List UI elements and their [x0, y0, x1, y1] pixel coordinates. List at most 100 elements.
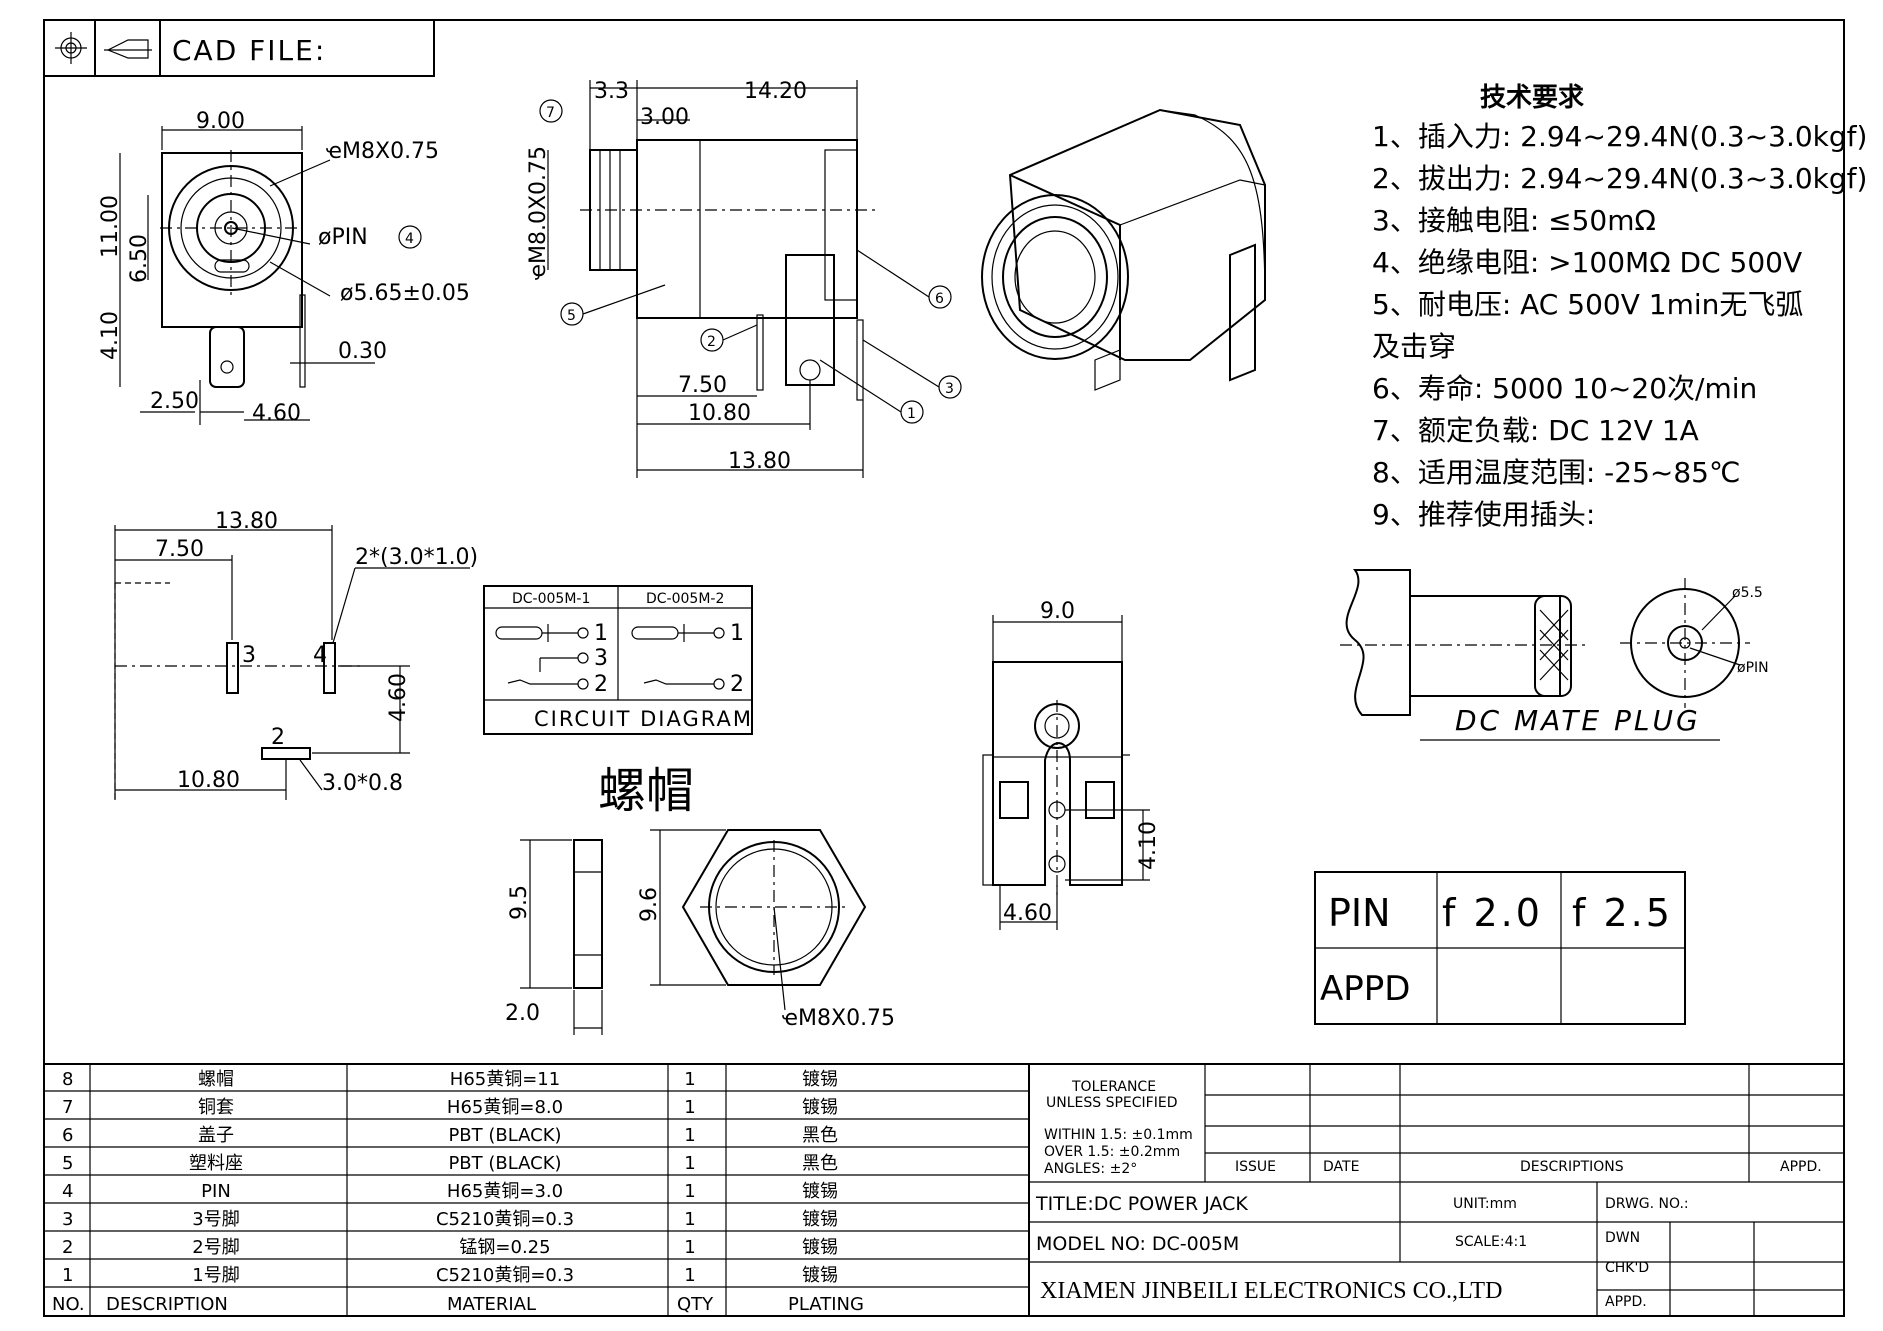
side-pin1-dim: 10.80: [688, 401, 751, 426]
circuit-header-right: DC-005M-2: [646, 591, 724, 607]
bom-cell-r1-c3: H65黄铜=11: [450, 1069, 560, 1090]
bom-cell-r2-c5: 镀锡: [802, 1097, 838, 1118]
crosshair-icon: [55, 32, 87, 64]
pcb-pad3-dim: 7.50: [155, 537, 204, 562]
approved-by-label: APPD.: [1605, 1294, 1647, 1310]
checked-by-label: CHK'D: [1605, 1260, 1649, 1276]
front-offset-dim: 2.50: [150, 389, 199, 414]
requirement-9: 9、推荐使用插头:: [1372, 498, 1595, 531]
pcb-pad-4-label: 4: [313, 643, 327, 668]
bom-cell-r8-c5: 镀锡: [802, 1265, 838, 1286]
revision-appd-header: APPD.: [1780, 1159, 1822, 1175]
pcb-pad-2-label: 2: [271, 725, 285, 750]
bom-header-plating: PLATING: [788, 1294, 864, 1315]
pcb-height-dim: 4.60: [386, 673, 411, 722]
nut-thread-dim: ҽM8X0.75: [782, 1006, 895, 1031]
front-thread-callout: ҽM8X0.75: [326, 139, 439, 164]
tolerance-over: OVER 1.5: ±0.2mm: [1044, 1144, 1180, 1160]
revision-date-header: DATE: [1323, 1159, 1359, 1175]
bom-cell-r7-c4: 1: [684, 1237, 695, 1258]
requirement-3: 3、接触电阻: ≤50mΩ: [1372, 204, 1656, 237]
circuit-left-pin-3: 3: [594, 646, 608, 671]
circuit-right-pin-2: 2: [730, 672, 744, 697]
bottom-height-dim: 4.10: [1136, 821, 1161, 870]
pin-table-dia-25: f 2.5: [1572, 891, 1673, 935]
bom-cell-r5-c1: 4: [62, 1181, 73, 1202]
balloon-6: 6: [935, 291, 944, 307]
pin-table-appd-label: APPD: [1320, 969, 1410, 1009]
drawing-number-label: DRWG. NO.:: [1605, 1196, 1689, 1212]
pin-table-pin-label: PIN: [1328, 891, 1391, 935]
knurl-pattern: [1539, 609, 1569, 681]
drawn-by-label: DWN: [1605, 1230, 1640, 1246]
bom-header-description: DESCRIPTION: [106, 1294, 228, 1315]
nut-thickness-dim: 2.0: [505, 1001, 540, 1026]
bom-cell-r4-c3: PBT (BLACK): [448, 1153, 561, 1174]
bom-cell-r8-c3: C5210黄铜=0.3: [436, 1265, 574, 1286]
bom-cell-r2-c4: 1: [684, 1097, 695, 1118]
bom-cell-r5-c5: 镀锡: [802, 1181, 838, 1202]
side-flange-dim: 3.3: [594, 79, 629, 104]
side-length-dim: 14.20: [744, 79, 807, 104]
bom-cell-r1-c4: 1: [684, 1069, 695, 1090]
front-dia-callout: ø5.65±0.05: [340, 281, 470, 306]
bom-cell-r5-c2: PIN: [201, 1181, 231, 1202]
requirement-1: 1、插入力: 2.94~29.4N(0.3~3.0kgf): [1372, 120, 1867, 153]
balloon-1: 1: [907, 406, 916, 422]
requirements-title: 技术要求: [1480, 83, 1584, 113]
side-pin2-dim: 7.50: [678, 373, 727, 398]
requirement-6: 6、寿命: 5000 10~20次/min: [1372, 372, 1757, 405]
front-pin-len-dim: 4.10: [98, 311, 123, 360]
pcb-slot-dim: 2*(3.0*1.0): [355, 545, 478, 570]
front-pin-callout: øPIN: [318, 225, 368, 250]
bom-cell-r5-c4: 1: [684, 1181, 695, 1202]
front-pin-balloon: 4: [405, 231, 414, 247]
side-thread-dim: ҽM8.0X0.75: [526, 146, 551, 280]
bom-cell-r8-c2: 1号脚: [192, 1265, 239, 1286]
circuit-diagram: DC-005M-1 DC-005M-2 1 3 2 1 2 CIRCUIT DI…: [483, 585, 753, 735]
unit-label: UNIT:mm: [1453, 1196, 1517, 1212]
circuit-left-pin-1: 1: [594, 621, 608, 646]
bom-header-no: NO.: [52, 1294, 85, 1315]
bom-cell-r3-c3: PBT (BLACK): [448, 1125, 561, 1146]
requirement-2: 2、拔出力: 2.94~29.4N(0.3~3.0kgf): [1372, 162, 1867, 195]
bom-cell-r4-c5: 黑色: [802, 1153, 838, 1174]
front-pitch-dim: 4.60: [252, 401, 301, 426]
circuit-caption: CIRCUIT DIAGRAM: [534, 707, 753, 731]
plug-dia-label: ø5.5: [1732, 585, 1763, 601]
pcb-pad2-size: 3.0*0.8: [322, 771, 403, 796]
circuit-right-pin-1: 1: [730, 621, 744, 646]
bom-cell-r2-c2: 铜套: [198, 1097, 234, 1118]
company-name: XIAMEN JINBEILI ELECTRONICS CO.,LTD: [1040, 1278, 1502, 1304]
side-thread-len-dim: 3.00: [640, 105, 689, 130]
bom-cell-r3-c1: 6: [62, 1125, 73, 1146]
bom-cell-r6-c2: 3号脚: [192, 1209, 239, 1230]
bom-cell-r1-c5: 镀锡: [802, 1069, 838, 1090]
iso-view: [981, 108, 1266, 391]
bom-header-qty: QTY: [677, 1294, 714, 1315]
tolerance-angles: ANGLES: ±2°: [1044, 1161, 1137, 1177]
nut-thickness-height-dim: 9.5: [507, 885, 532, 920]
bom-cell-r8-c4: 1: [684, 1265, 695, 1286]
front-width-dim: 9.00: [196, 109, 245, 134]
bom-cell-r7-c5: 镀锡: [802, 1237, 838, 1258]
bottom-view: 9.0 4.10 4.60: [982, 599, 1161, 930]
bom-cell-r6-c5: 镀锡: [802, 1209, 838, 1230]
pin-table: PIN f 2.0 f 2.5 APPD: [1314, 871, 1686, 1025]
bom-cell-r6-c4: 1: [684, 1209, 695, 1230]
balloon-5: 5: [567, 308, 576, 324]
pin-table-dia-20: f 2.0: [1442, 891, 1543, 935]
pcb-overall-dim: 13.80: [215, 509, 278, 534]
model-number: MODEL NO: DC-005M: [1036, 1233, 1239, 1255]
bom-cell-r2-c3: H65黄铜=8.0: [447, 1097, 563, 1118]
side-view: 3.3 14.20 3.00 ҽM8.0X0.75 7.50 10.80 13.…: [526, 79, 962, 478]
side-pin3-dim: 13.80: [728, 449, 791, 474]
bom-cell-r3-c2: 盖子: [198, 1125, 234, 1146]
scale-label: SCALE:4:1: [1455, 1234, 1527, 1250]
dc-mate-plug: ø5.5 øPIN DC MATE PLUG: [1340, 569, 1769, 741]
cad-file-label: CAD FILE:: [172, 34, 326, 67]
revision-desc-header: DESCRIPTIONS: [1520, 1159, 1624, 1175]
